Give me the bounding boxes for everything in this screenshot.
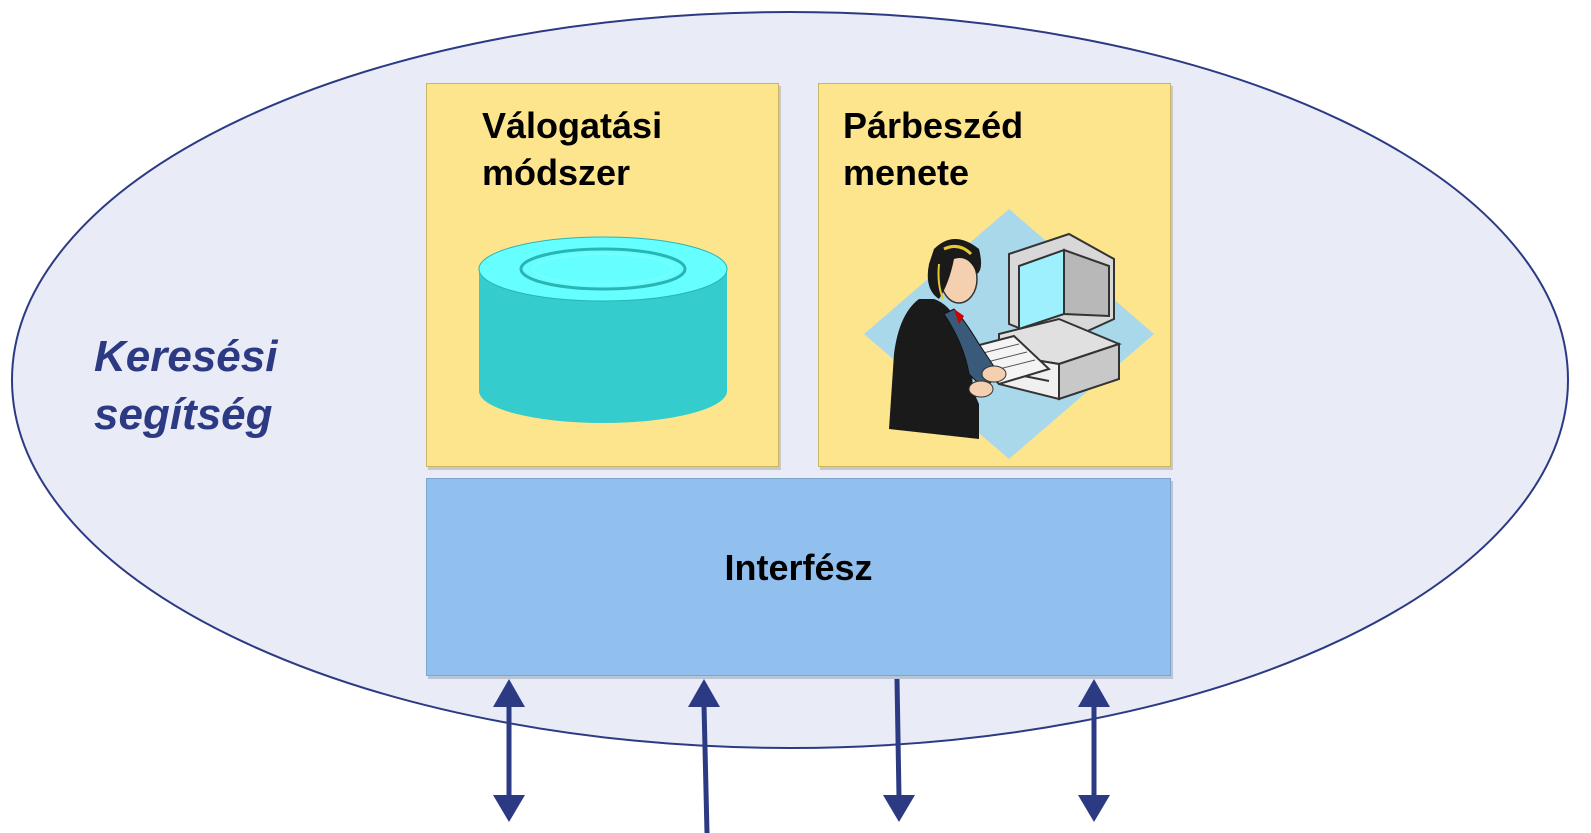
selection-method-title-line-1: Válogatási xyxy=(482,105,663,146)
region-label-line-2: segítség xyxy=(94,390,273,439)
selection-method-title: Válogatási módszer xyxy=(482,102,662,196)
interface-label: Interfész xyxy=(724,547,873,588)
region-label: Keresési segítség xyxy=(94,328,277,444)
dialog-flow-title-line-1: Párbeszéd xyxy=(843,105,1024,146)
region-label-line-1: Keresési xyxy=(94,332,278,381)
user-at-computer-icon xyxy=(864,209,1154,459)
selection-method-box: Válogatási módszer xyxy=(426,83,779,467)
selection-method-title-line-2: módszer xyxy=(482,152,631,193)
interface-box: Interfész xyxy=(426,478,1171,676)
region-ellipse xyxy=(11,11,1569,749)
dialog-flow-title-line-2: menete xyxy=(843,152,970,193)
dialog-flow-title: Párbeszéd menete xyxy=(843,102,1023,196)
dialog-flow-box: Párbeszéd menete xyxy=(818,83,1171,467)
database-cylinder-icon xyxy=(478,236,728,423)
